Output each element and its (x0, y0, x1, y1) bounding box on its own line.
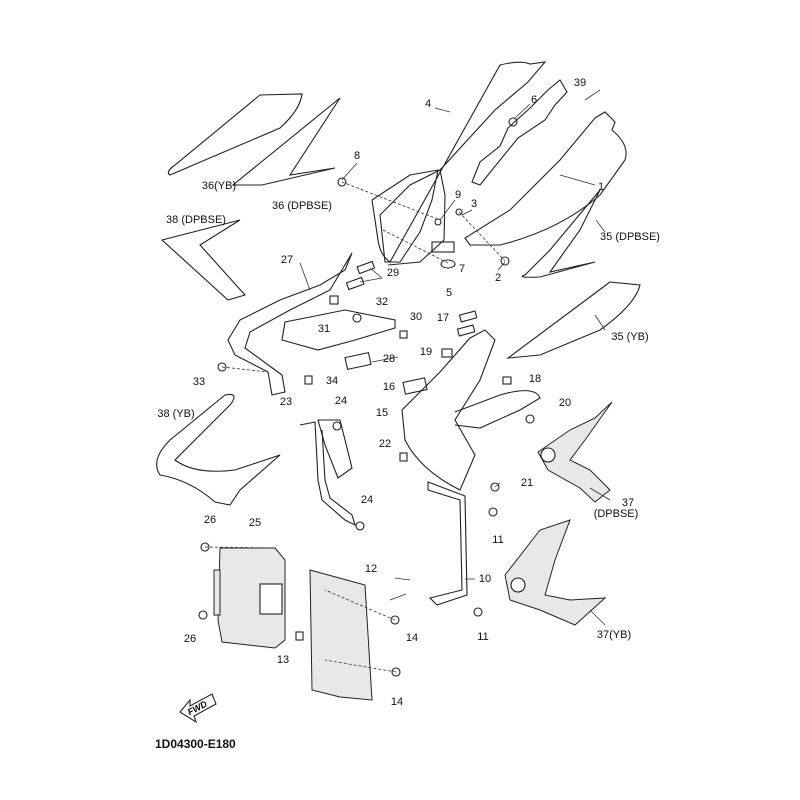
callout-label: 33 (192, 376, 206, 388)
panel-39 (471, 79, 568, 186)
callout-label: 25 (248, 517, 262, 529)
callout-label: 9 (454, 189, 462, 201)
side-cover-15 (401, 329, 496, 491)
bracket-23 (299, 421, 356, 527)
side-cover-4 (371, 61, 547, 263)
callout-label: 14 (405, 632, 419, 644)
fwd-arrow-icon (179, 693, 217, 724)
leader-lines (299, 89, 611, 626)
callout-label: 7 (458, 263, 466, 275)
callout-label: 34 (325, 375, 339, 387)
decal-35-yb (506, 281, 641, 359)
callout-label: 36(YB) (201, 180, 237, 192)
callout-label: 15 (375, 407, 389, 419)
callout-label: 10 (478, 573, 492, 585)
callout-label: 2 (494, 272, 502, 284)
callout-label: 19 (419, 346, 433, 358)
callout-label: 17 (436, 312, 450, 324)
callout-label: 4 (424, 98, 432, 110)
callout-label: 5 (445, 287, 453, 299)
callout-label: 36 (DPBSE) (272, 200, 332, 212)
callout-label: 27 (280, 254, 294, 266)
decal-37-dpbse (537, 401, 613, 503)
side-cover-27 (227, 252, 353, 396)
fasteners (198, 117, 535, 677)
radiator-cover-25 (217, 547, 286, 649)
callout-label: 37 (621, 497, 635, 509)
decal-35-dpbse (521, 189, 601, 278)
callout-label: 18 (528, 373, 542, 385)
decal-36-yb (167, 93, 303, 176)
decal-36-dpbse (231, 97, 341, 186)
callout-label: 32 (375, 296, 389, 308)
callout-label: 35 (DPBSE) (600, 231, 660, 243)
callout-label: 3 (470, 198, 478, 210)
callout-label: 12 (364, 563, 378, 575)
callout-label: 13 (276, 654, 290, 666)
callout-label: 11 (477, 631, 489, 643)
callout-label: 29 (386, 267, 400, 279)
callout-label: 26 (183, 633, 197, 645)
callout-label: 23 (279, 396, 293, 408)
callout-label: 28 (382, 353, 396, 365)
callout-label: (DPBSE) (593, 508, 639, 520)
callout-label: 24 (334, 395, 348, 407)
callout-label: 37(YB) (596, 629, 632, 641)
decal-38-yb (156, 393, 281, 506)
callout-label: 31 (317, 323, 331, 335)
callout-label: 38 (DPBSE) (166, 214, 226, 226)
callout-label: 14 (390, 696, 404, 708)
callout-label: 20 (558, 397, 572, 409)
callout-label: 1 (597, 181, 605, 193)
radiator-cover-12 (309, 569, 373, 701)
stay-10 (427, 481, 468, 606)
panel-28 (281, 309, 396, 351)
callout-label: 24 (360, 494, 374, 506)
decal-38-dpbse (160, 219, 246, 301)
callout-label: 22 (378, 438, 392, 450)
callout-label: 30 (409, 311, 423, 323)
diagram-code: 1D04300-E180 (155, 737, 236, 751)
callout-label: 21 (520, 477, 534, 489)
pad-28 (344, 351, 372, 371)
callout-label: 39 (573, 77, 587, 89)
side-cover-1 (464, 111, 627, 246)
callout-label: 38 (YB) (157, 408, 195, 420)
callout-label: 35 (YB) (611, 331, 649, 343)
callout-label: 26 (203, 514, 217, 526)
callout-label: 6 (530, 94, 538, 106)
callout-label: 16 (382, 381, 396, 393)
callout-label: 8 (353, 150, 361, 162)
callout-label: 11 (492, 534, 504, 546)
decal-37-yb (504, 519, 607, 626)
